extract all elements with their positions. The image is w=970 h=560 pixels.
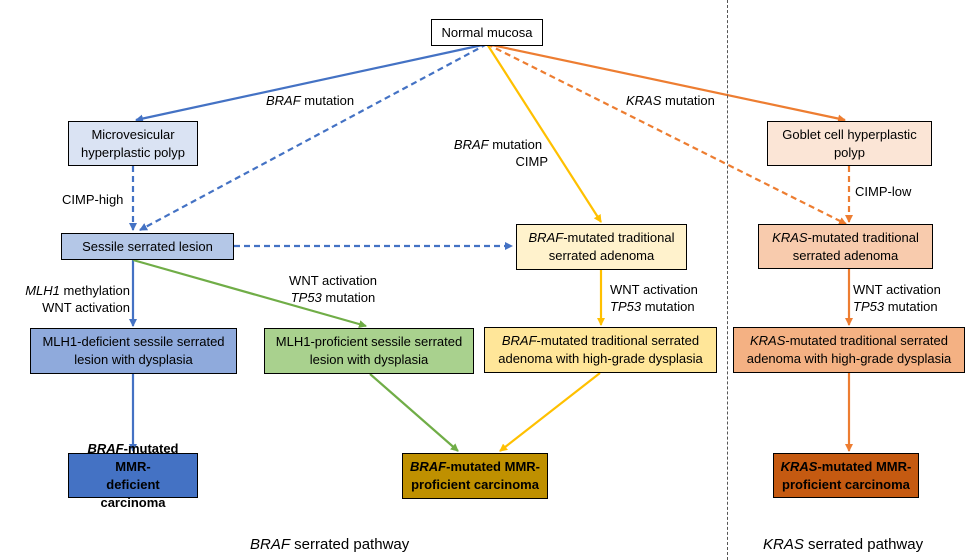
- node-kras-mmr-proficient-carcinoma: KRAS-mutated MMR- proficient carcinoma: [773, 453, 919, 498]
- edge-label-mlh1-methylation: MLH1 methylation WNT activation: [10, 282, 130, 316]
- node-braf-dmmr-line1: -mutated MMR-: [115, 440, 179, 474]
- node-kras-tsa-line2: serrated adenoma: [792, 247, 899, 263]
- pathway-title-braf-gene: BRAF: [250, 536, 291, 553]
- node-braf-pmmr-line1: -mutated MMR-: [446, 459, 540, 474]
- edge-label-braf-cimp-text: mutation: [488, 137, 543, 152]
- node-normal-mucosa: Normal mucosa: [431, 19, 543, 46]
- node-microvesicular-label-line2: hyperplastic polyp: [80, 144, 186, 160]
- pathway-title-kras-gene: KRAS: [763, 536, 804, 553]
- node-mlh1-deficient-ssl-dysplasia: MLH1-deficient sessile serrated lesion w…: [30, 328, 237, 374]
- node-goblet-line1: Goblet cell hyperplastic: [782, 126, 917, 142]
- node-ssl-label: Sessile serrated lesion: [82, 238, 213, 254]
- edge-label-braf-cimp: BRAF mutation CIMP: [448, 136, 548, 170]
- arrow-normal-to-goblet: [486, 42, 846, 123]
- node-braf-pmmr-gene: BRAF: [410, 459, 447, 474]
- node-kras-tsa-high-grade-dysplasia: KRAS-mutated traditional serrated adenom…: [733, 327, 965, 373]
- node-kras-pmmr-gene: KRAS: [780, 458, 818, 474]
- edge-label-kras-wnt-tp53: WNT activation TP53 mutation: [853, 281, 941, 315]
- arrow-ssl-to-mlh1-proficient: [132, 258, 367, 328]
- edge-label-cimp-high: CIMP-high: [62, 191, 123, 208]
- node-kras-tsa-hgd-line2: adenoma with high-grade dysplasia: [746, 351, 952, 366]
- node-braf-traditional-serrated-adenoma: BRAF-mutated traditional serrated adenom…: [516, 224, 687, 270]
- node-kras-traditional-serrated-adenoma: KRAS-mutated traditional serrated adenom…: [758, 224, 933, 269]
- node-braf-tsa-gene: BRAF: [528, 230, 564, 245]
- node-braf-tsa-hgd-line1: -mutated traditional serrated: [536, 333, 700, 348]
- node-braf-tsa-high-grade-dysplasia: BRAF-mutated traditional serrated adenom…: [484, 327, 717, 373]
- node-braf-tsa-line2: serrated adenoma: [548, 248, 655, 263]
- node-mlh1-proficient-ssl-dysplasia: MLH1-proficient sessile serrated lesion …: [264, 328, 474, 374]
- edge-label-kras-wnt: WNT activation: [853, 282, 941, 297]
- node-braf-tsa-hgd-line2: adenoma with high-grade dysplasia: [498, 351, 703, 366]
- node-kras-tsa-gene: KRAS: [772, 229, 808, 245]
- pathway-title-kras: KRAS serrated pathway: [763, 536, 923, 554]
- edge-label-braf-wnt-tp53: WNT activation TP53 mutation: [610, 281, 698, 315]
- arrow-normal-to-braf-tsa: [486, 43, 602, 223]
- edge-label-mid-tp53-text: mutation: [321, 290, 376, 305]
- node-braf-mmr-proficient-carcinoma: BRAF-mutated MMR- proficient carcinoma: [402, 453, 548, 499]
- arrow-normal-to-microvesicular: [135, 42, 488, 123]
- edge-label-braf-wnt: WNT activation: [610, 282, 698, 297]
- edge-label-kras-mutation-gene: KRAS: [626, 93, 662, 108]
- edge-label-mid-tp53-gene: TP53: [290, 290, 322, 305]
- edge-label-cimp-high-text: CIMP-high: [62, 192, 124, 207]
- arrow-normal-to-kras-tsa: [486, 43, 847, 225]
- node-braf-dmmr-line2: deficient carcinoma: [100, 476, 166, 510]
- node-braf-tsa-line1: -mutated traditional: [563, 230, 675, 245]
- arrow-braf-hgd-to-pmmr: [499, 372, 601, 452]
- edge-label-braf-mutation: BRAF mutation: [266, 92, 354, 109]
- node-kras-pmmr-line1: -mutated MMR-: [817, 458, 912, 474]
- node-microvesicular-hyperplastic-polyp: Microvesicular hyperplastic polyp: [68, 121, 198, 166]
- edge-label-kras-mutation: KRAS mutation: [626, 92, 715, 109]
- pathway-title-braf: BRAF serrated pathway: [250, 536, 409, 554]
- edge-label-braf-mutation-text: mutation: [300, 93, 355, 108]
- node-kras-tsa-hgd-gene: KRAS: [749, 333, 786, 348]
- edge-label-mlh1-wnt: WNT activation: [42, 300, 130, 315]
- node-braf-pmmr-line2: proficient carcinoma: [411, 477, 539, 492]
- node-sessile-serrated-lesion: Sessile serrated lesion: [61, 233, 234, 260]
- edge-label-mlh1-text: methylation: [59, 283, 130, 298]
- pathway-title-braf-text: serrated pathway: [290, 536, 410, 553]
- edge-label-braf-mutation-gene: BRAF: [266, 93, 301, 108]
- node-goblet-line2: polyp: [833, 144, 866, 160]
- edge-label-braf-cimp-gene: BRAF: [453, 137, 489, 152]
- edge-label-cimp-low-text: CIMP-low: [855, 184, 912, 199]
- pathway-title-kras-text: serrated pathway: [803, 536, 924, 553]
- edge-label-mid-wnt-tp53: WNT activation TP53 mutation: [278, 272, 388, 306]
- edge-label-kras-tp53-text: mutation: [884, 299, 938, 314]
- edge-label-braf-tp53-gene: TP53: [610, 299, 642, 314]
- node-kras-tsa-hgd-line1: -mutated traditional serrated: [785, 333, 948, 348]
- edge-label-cimp: CIMP: [515, 154, 549, 169]
- node-kras-pmmr-line2: proficient carcinoma: [782, 476, 910, 492]
- edge-label-mlh1-gene: MLH1: [25, 283, 60, 298]
- edge-label-kras-tp53-gene: TP53: [853, 299, 885, 314]
- node-goblet-cell-hyperplastic-polyp: Goblet cell hyperplastic polyp: [767, 121, 932, 166]
- arrow-mlh1-proficient-to-pmmr: [369, 373, 459, 452]
- node-kras-tsa-line1: -mutated traditional: [807, 229, 919, 245]
- node-mlh1-deficient-line2: lesion with dysplasia: [74, 352, 193, 367]
- node-microvesicular-label-line1: Microvesicular: [91, 126, 175, 142]
- edge-label-kras-mutation-text: mutation: [661, 93, 715, 108]
- node-braf-dmmr-gene: BRAF: [87, 440, 124, 456]
- node-mlh1-deficient-line1: MLH1-deficient sessile serrated: [42, 334, 225, 349]
- edge-label-braf-tp53-text: mutation: [641, 299, 695, 314]
- node-mlh1-proficient-line2: lesion with dysplasia: [309, 352, 429, 367]
- node-braf-tsa-hgd-gene: BRAF: [501, 333, 537, 348]
- arrow-normal-to-ssl: [139, 43, 488, 231]
- node-mlh1-proficient-line1: MLH1-proficient sessile serrated: [275, 334, 463, 349]
- edge-label-cimp-low: CIMP-low: [855, 183, 911, 200]
- edge-label-mid-wnt: WNT activation: [289, 273, 377, 288]
- node-braf-mmr-deficient-carcinoma: BRAF-mutated MMR- deficient carcinoma: [68, 441, 198, 510]
- pathway-divider: [727, 0, 728, 560]
- node-normal-mucosa-label: Normal mucosa: [441, 24, 533, 40]
